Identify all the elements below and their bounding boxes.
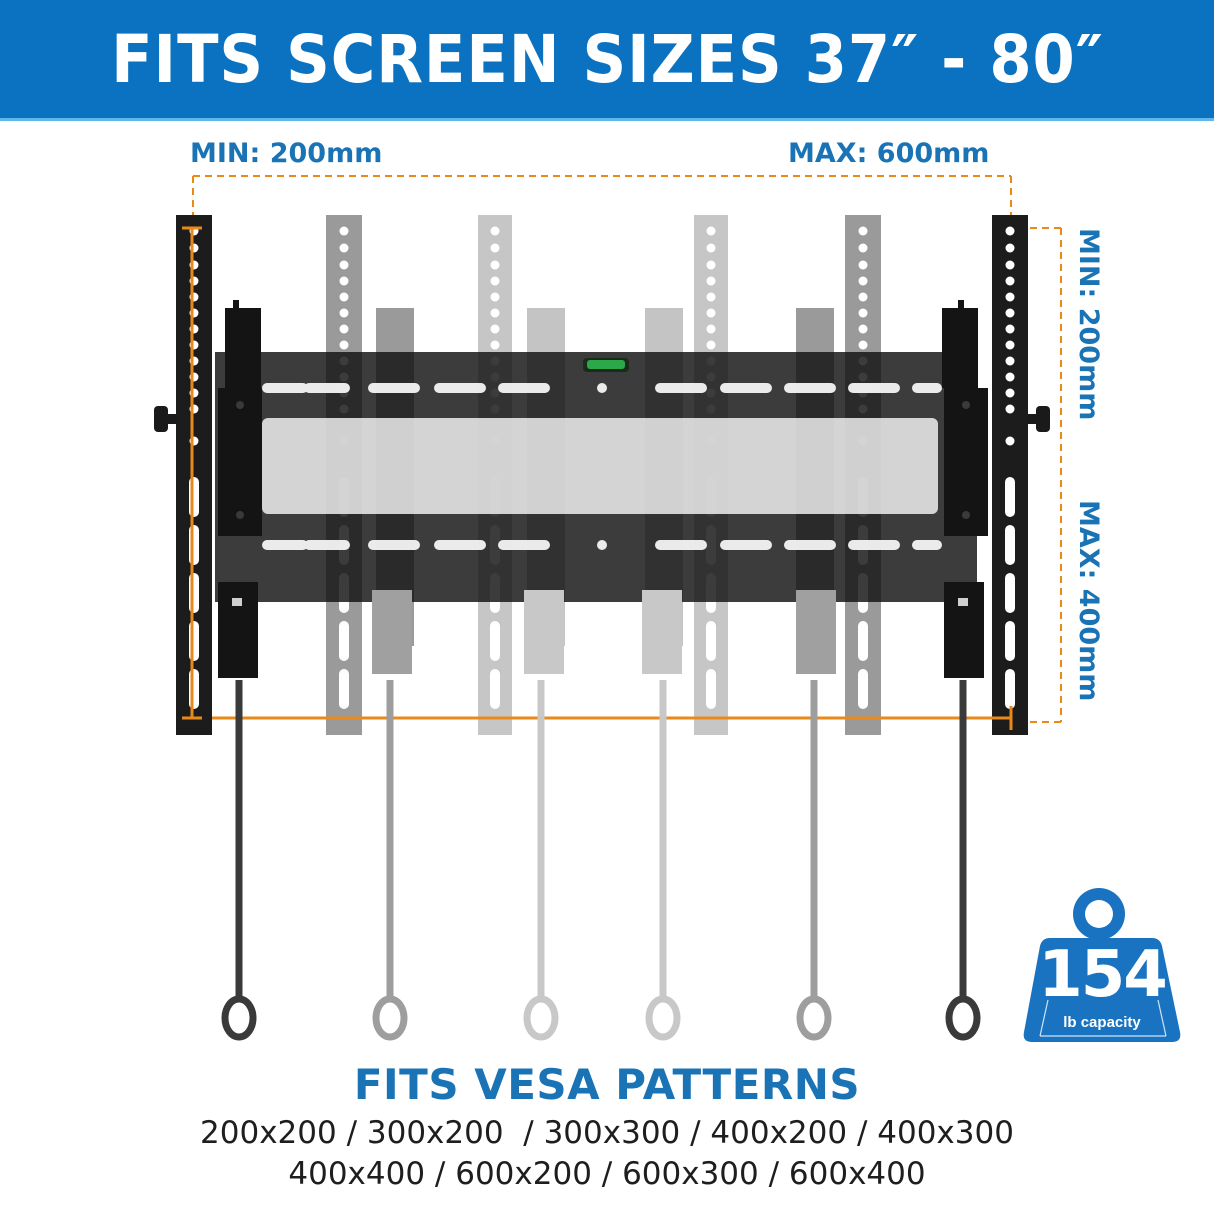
tilt-bracket-left [218, 300, 262, 678]
weight-icon [1023, 888, 1181, 1042]
vesa-patterns-line-1: 200x200 / 300x200 / 300x300 / 400x200 / … [200, 1115, 1014, 1151]
bubble-level-icon [583, 358, 629, 372]
vertical-max-label: MAX: 400mm [1073, 500, 1104, 702]
vesa-title: FITS VESA PATTERNS [353, 1060, 861, 1109]
horizontal-dimension-guide [192, 175, 1012, 215]
vertical-dimension-guide [1030, 227, 1062, 723]
vesa-patterns-line-2: 400x400 / 600x200 / 600x300 / 600x400 [288, 1156, 926, 1192]
orange-measure-lines [182, 226, 1013, 730]
tilt-knob-icon [154, 406, 1050, 432]
tilt-bracket-right [942, 300, 988, 678]
header-banner: FITS SCREEN SIZES 37″ - 80″ [0, 0, 1214, 121]
vesa-arm-outer-left [176, 215, 212, 735]
mount-diagram [154, 175, 1062, 1041]
release-pull-cord-icon [221, 680, 981, 1041]
weight-value: 154 [1038, 938, 1168, 1012]
vertical-min-label: MIN: 200mm [1073, 228, 1104, 421]
vesa-arm-outer-right [992, 215, 1028, 735]
wall-plate-frame [215, 352, 977, 602]
horizontal-max-label: MAX: 600mm [788, 138, 990, 169]
page-title: FITS SCREEN SIZES 37″ - 80″ [110, 20, 1104, 98]
weight-capacity-badge: 154 lb capacity [1020, 880, 1210, 1050]
horizontal-min-label: MIN: 200mm [190, 138, 383, 169]
weight-unit: lb capacity [1063, 1014, 1141, 1031]
